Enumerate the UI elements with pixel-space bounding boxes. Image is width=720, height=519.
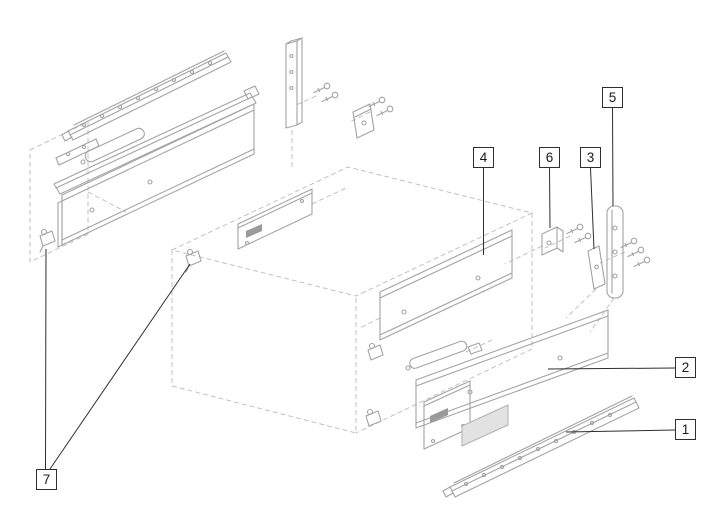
- callout-7: 7: [36, 469, 57, 490]
- leader-7b: [49, 263, 191, 470]
- screw-icon: [574, 232, 592, 244]
- callout-1: 1: [675, 419, 696, 440]
- callout-5-label: 5: [608, 89, 617, 105]
- callout-4: 4: [473, 147, 494, 168]
- screw-icon: [321, 91, 339, 103]
- callout-5: 5: [602, 87, 623, 108]
- leader-1: [565, 429, 676, 433]
- part-profile-3: [587, 245, 606, 290]
- leader-5: [612, 107, 614, 207]
- leader-6: [549, 167, 551, 229]
- assembly-guide-lines: [29, 95, 626, 434]
- part-drawer-side-left: [57, 103, 255, 248]
- part-bottom-slide-rail: [442, 395, 640, 498]
- part-front-clip-right-lower: [365, 408, 382, 427]
- callout-3: 3: [580, 147, 601, 168]
- callout-4-label: 4: [479, 149, 488, 165]
- leader-2: [547, 367, 676, 370]
- callout-7-label: 7: [42, 471, 51, 487]
- screw-icon: [376, 105, 394, 117]
- part-front-clip-right-upper: [367, 342, 384, 361]
- callout-2: 2: [675, 357, 696, 378]
- screw-icon: [566, 223, 584, 235]
- callout-6-label: 6: [545, 149, 554, 165]
- callout-6: 6: [539, 147, 560, 168]
- part-adapter-6: [541, 226, 564, 256]
- logo-mark: [246, 224, 262, 238]
- callout-1-label: 1: [681, 421, 690, 437]
- logo-mark: [430, 408, 448, 423]
- part-cover-profile-5: [606, 205, 624, 299]
- parts-line-art: [39, 37, 651, 498]
- screw-icon: [368, 96, 386, 108]
- part-front-clip-mid: [185, 248, 202, 273]
- screw-icon: [633, 256, 651, 268]
- leader-7a: [45, 248, 47, 470]
- callout-2-label: 2: [681, 359, 690, 375]
- screw-icon: [313, 82, 331, 94]
- screws: [313, 82, 651, 268]
- callout-leader-lines: [45, 107, 676, 470]
- screw-icon: [627, 246, 645, 258]
- part-top-slide-rail: [61, 50, 232, 142]
- part-corner-bracket: [352, 103, 375, 139]
- part-rear-fixing-post: [285, 37, 303, 129]
- label-plate: [461, 404, 509, 447]
- part-gallery-rail-damper: [53, 85, 260, 195]
- part-front-clip-left: [39, 228, 56, 253]
- leader-3: [590, 167, 595, 250]
- part-back-panel-upper: [237, 188, 313, 250]
- callout-3-label: 3: [586, 149, 595, 165]
- part-drawer-side-4: [379, 229, 513, 341]
